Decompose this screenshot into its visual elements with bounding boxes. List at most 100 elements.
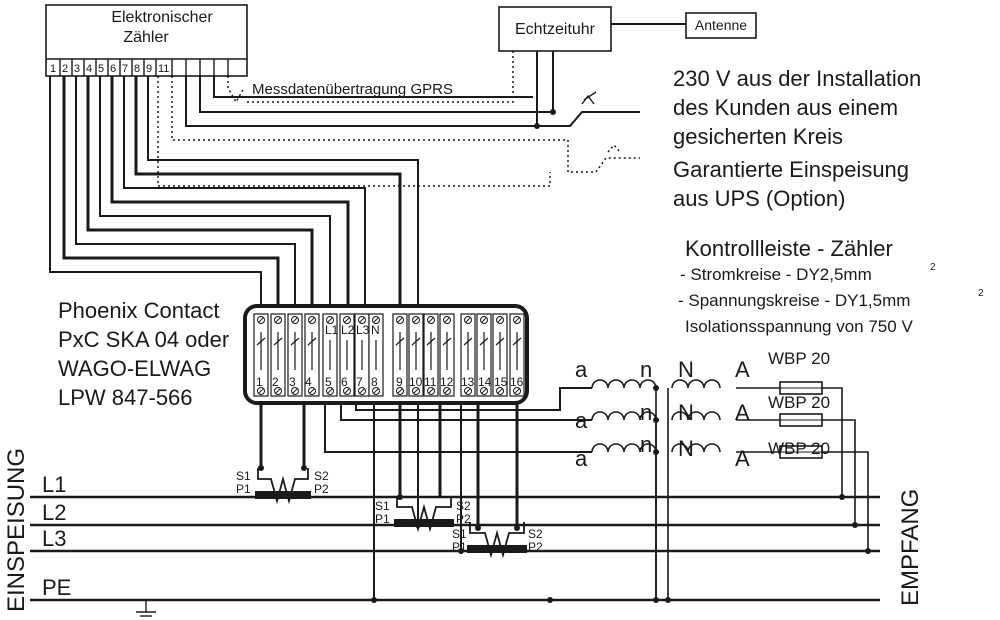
junction-node xyxy=(301,465,307,471)
junction-node xyxy=(865,548,871,554)
block-terminal: 9 xyxy=(396,375,403,389)
block-terminal: 10 xyxy=(409,375,423,389)
control-strip-note: Kontrollleiste - Zähler - Stromkreise - … xyxy=(678,236,984,336)
control-strip-line-1: - Stromkreise - DY2,5mm xyxy=(680,265,872,284)
bus-bars xyxy=(30,495,880,602)
control-strip-sup-2: 2 xyxy=(978,288,984,299)
fuse-label-1: WBP 20 xyxy=(768,349,830,368)
junction-node xyxy=(258,465,264,471)
junction-node xyxy=(653,417,659,423)
coil-winding xyxy=(591,379,657,389)
supply-note: 230 V aus der Installation des Kunden au… xyxy=(673,66,921,211)
meter-title-2: Zähler xyxy=(123,29,169,46)
supply-note-3: gesicherten Kreis xyxy=(673,124,843,149)
electronic-meter: Elektronischer Zähler 1 2 3 4 5 6 7 8 9 … xyxy=(45,4,248,77)
vt3-a: a xyxy=(575,446,588,471)
junction-node xyxy=(653,449,659,455)
block-terminal: 12 xyxy=(440,375,454,389)
block-to-ct-wires xyxy=(259,387,592,600)
antenna-box xyxy=(685,12,757,39)
fuse-label-2: WBP 20 xyxy=(768,393,830,412)
bus-label-pe: PE xyxy=(42,575,71,600)
block-vendor-note: Phoenix Contact PxC SKA 04 oder WAGO-ELW… xyxy=(58,298,229,410)
block-label-n: N xyxy=(371,323,380,337)
vt-labels: a n N A a n N A a n N A xyxy=(575,357,750,471)
rtc-box xyxy=(498,6,612,52)
vendor-line-3: WAGO-ELWAG xyxy=(58,356,211,381)
coil-winding xyxy=(591,443,657,453)
block-terminal: 3 xyxy=(289,375,296,389)
block-terminal: 16 xyxy=(510,375,524,389)
coil-winding xyxy=(671,443,721,453)
ct-core xyxy=(255,491,311,499)
vt1-N: N xyxy=(678,357,694,382)
bus-label-l3: L3 xyxy=(42,526,66,551)
bus-label-l2: L2 xyxy=(42,500,66,525)
antenna: Antenne xyxy=(685,12,757,39)
block-terminal: 7 xyxy=(356,375,363,389)
supply-note-1: 230 V aus der Installation xyxy=(673,66,921,91)
gprs-label: Messdatenübertragung GPRS xyxy=(252,81,453,98)
vt1-A: A xyxy=(735,357,750,382)
vendor-line-1: Phoenix Contact xyxy=(58,298,219,323)
voltage-transformers xyxy=(591,379,869,600)
coil-winding xyxy=(591,411,657,421)
meter-terminal: 2 xyxy=(62,63,68,75)
ct1-s2: S2 xyxy=(314,469,329,483)
coil-winding xyxy=(671,411,721,421)
supply-note-5: aus UPS (Option) xyxy=(673,186,845,211)
meter-to-block-wires xyxy=(49,76,419,306)
block-terminal: 15 xyxy=(494,375,508,389)
junction-node xyxy=(839,494,845,500)
meter-terminal: 1 xyxy=(50,63,56,75)
junction-node xyxy=(550,109,556,115)
vendor-line-2: PxC SKA 04 oder xyxy=(58,327,229,352)
rtc-label: Echtzeituhr xyxy=(515,21,596,38)
junction-node xyxy=(665,597,671,603)
block-terminal: 4 xyxy=(305,375,312,389)
block-terminal: 8 xyxy=(371,375,378,389)
side-label-receive: EMPFANG xyxy=(897,489,924,606)
junction-node xyxy=(653,385,659,391)
supply-note-4: Garantierte Einspeisung xyxy=(673,157,909,182)
block-label-l1: L1 xyxy=(325,323,339,337)
ct-winding xyxy=(396,496,452,533)
side-label-feed: EINSPEISUNG xyxy=(3,448,30,612)
junction-nodes xyxy=(258,109,871,603)
vt1-n: n xyxy=(640,357,652,382)
block-terminal: 1 xyxy=(256,375,263,389)
vt2-N: N xyxy=(678,400,694,425)
junction-node xyxy=(534,123,540,129)
block-terminal: 13 xyxy=(461,375,475,389)
vt3-n: n xyxy=(640,432,652,457)
junction-node xyxy=(397,494,403,500)
vendor-line-4: LPW 847-566 xyxy=(58,385,193,410)
antenna-label: Antenne xyxy=(695,17,747,33)
ground-icon xyxy=(136,600,156,617)
junction-node xyxy=(415,522,421,528)
supply-note-2: des Kunden aus einem xyxy=(673,95,898,120)
ct2-p1: P1 xyxy=(375,512,390,526)
ct3-s1: S1 xyxy=(452,527,467,541)
junction-node xyxy=(547,597,553,603)
vt3-A: A xyxy=(735,446,750,471)
junction-node xyxy=(371,597,377,603)
meter-terminal: 8 xyxy=(134,63,140,75)
bus-label-l1: L1 xyxy=(42,472,66,497)
ct-core xyxy=(394,519,454,527)
control-strip-line-2: - Spannungskreise - DY1,5mm xyxy=(678,291,910,310)
ct1-s1: S1 xyxy=(236,469,251,483)
ct1-p2: P2 xyxy=(314,482,329,496)
block-terminal: 14 xyxy=(478,375,492,389)
vt3-N: N xyxy=(678,436,694,461)
meter-terminal: 6 xyxy=(110,63,116,75)
control-strip-sup-1: 2 xyxy=(930,262,936,273)
block-terminal: 6 xyxy=(341,375,348,389)
coil-winding xyxy=(671,379,721,389)
meter-terminal: 3 xyxy=(74,63,80,75)
junction-node xyxy=(458,548,464,554)
test-terminal-block: L1 L2 L3 N 1 2 3 4 5 6 7 8 9 10 11 12 13… xyxy=(243,304,529,405)
ct-winding xyxy=(257,468,309,505)
